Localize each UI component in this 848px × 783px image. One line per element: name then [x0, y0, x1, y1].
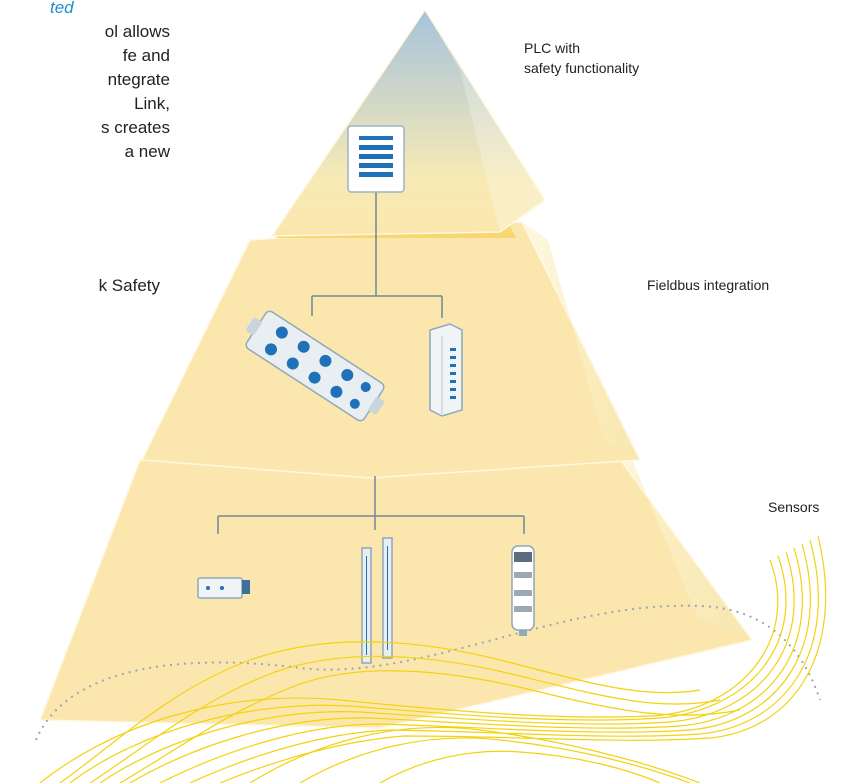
safety-text-fragment: k Safety	[98, 276, 160, 295]
pyramid-tier-plc	[270, 8, 547, 237]
pyramid-tier-fieldbus	[140, 221, 642, 479]
connector-lines	[217, 192, 525, 534]
camera-sensor-icon	[197, 577, 250, 599]
intro-line: s creates	[101, 118, 170, 137]
plc-module-icon	[347, 125, 405, 193]
slice-module-icon	[429, 323, 463, 417]
signal-tower-icon	[511, 545, 535, 636]
intro-line: fe and	[122, 46, 170, 65]
label-plc-line: safety functionality	[524, 60, 640, 76]
intro-line: ntegrate	[107, 70, 170, 89]
intro-line: ol allows	[104, 22, 170, 41]
label-plc-line: PLC with	[524, 40, 581, 56]
label-fieldbus: Fieldbus integration	[647, 277, 770, 293]
label-plc: PLC with safety functionality	[524, 38, 639, 78]
intro-line: Link,	[134, 94, 170, 113]
intro-text: ted ol allows fe and ntegrate Link, s cr…	[0, 0, 170, 164]
label-sensors: Sensors	[768, 499, 820, 515]
light-grid-icon	[361, 537, 393, 664]
pyramid-tier-sensors	[38, 431, 754, 729]
yellow-wave-lines	[39, 535, 827, 783]
intro-line: ted	[50, 0, 74, 17]
intro-line: a new	[124, 142, 170, 161]
io-module-icon	[245, 310, 385, 422]
